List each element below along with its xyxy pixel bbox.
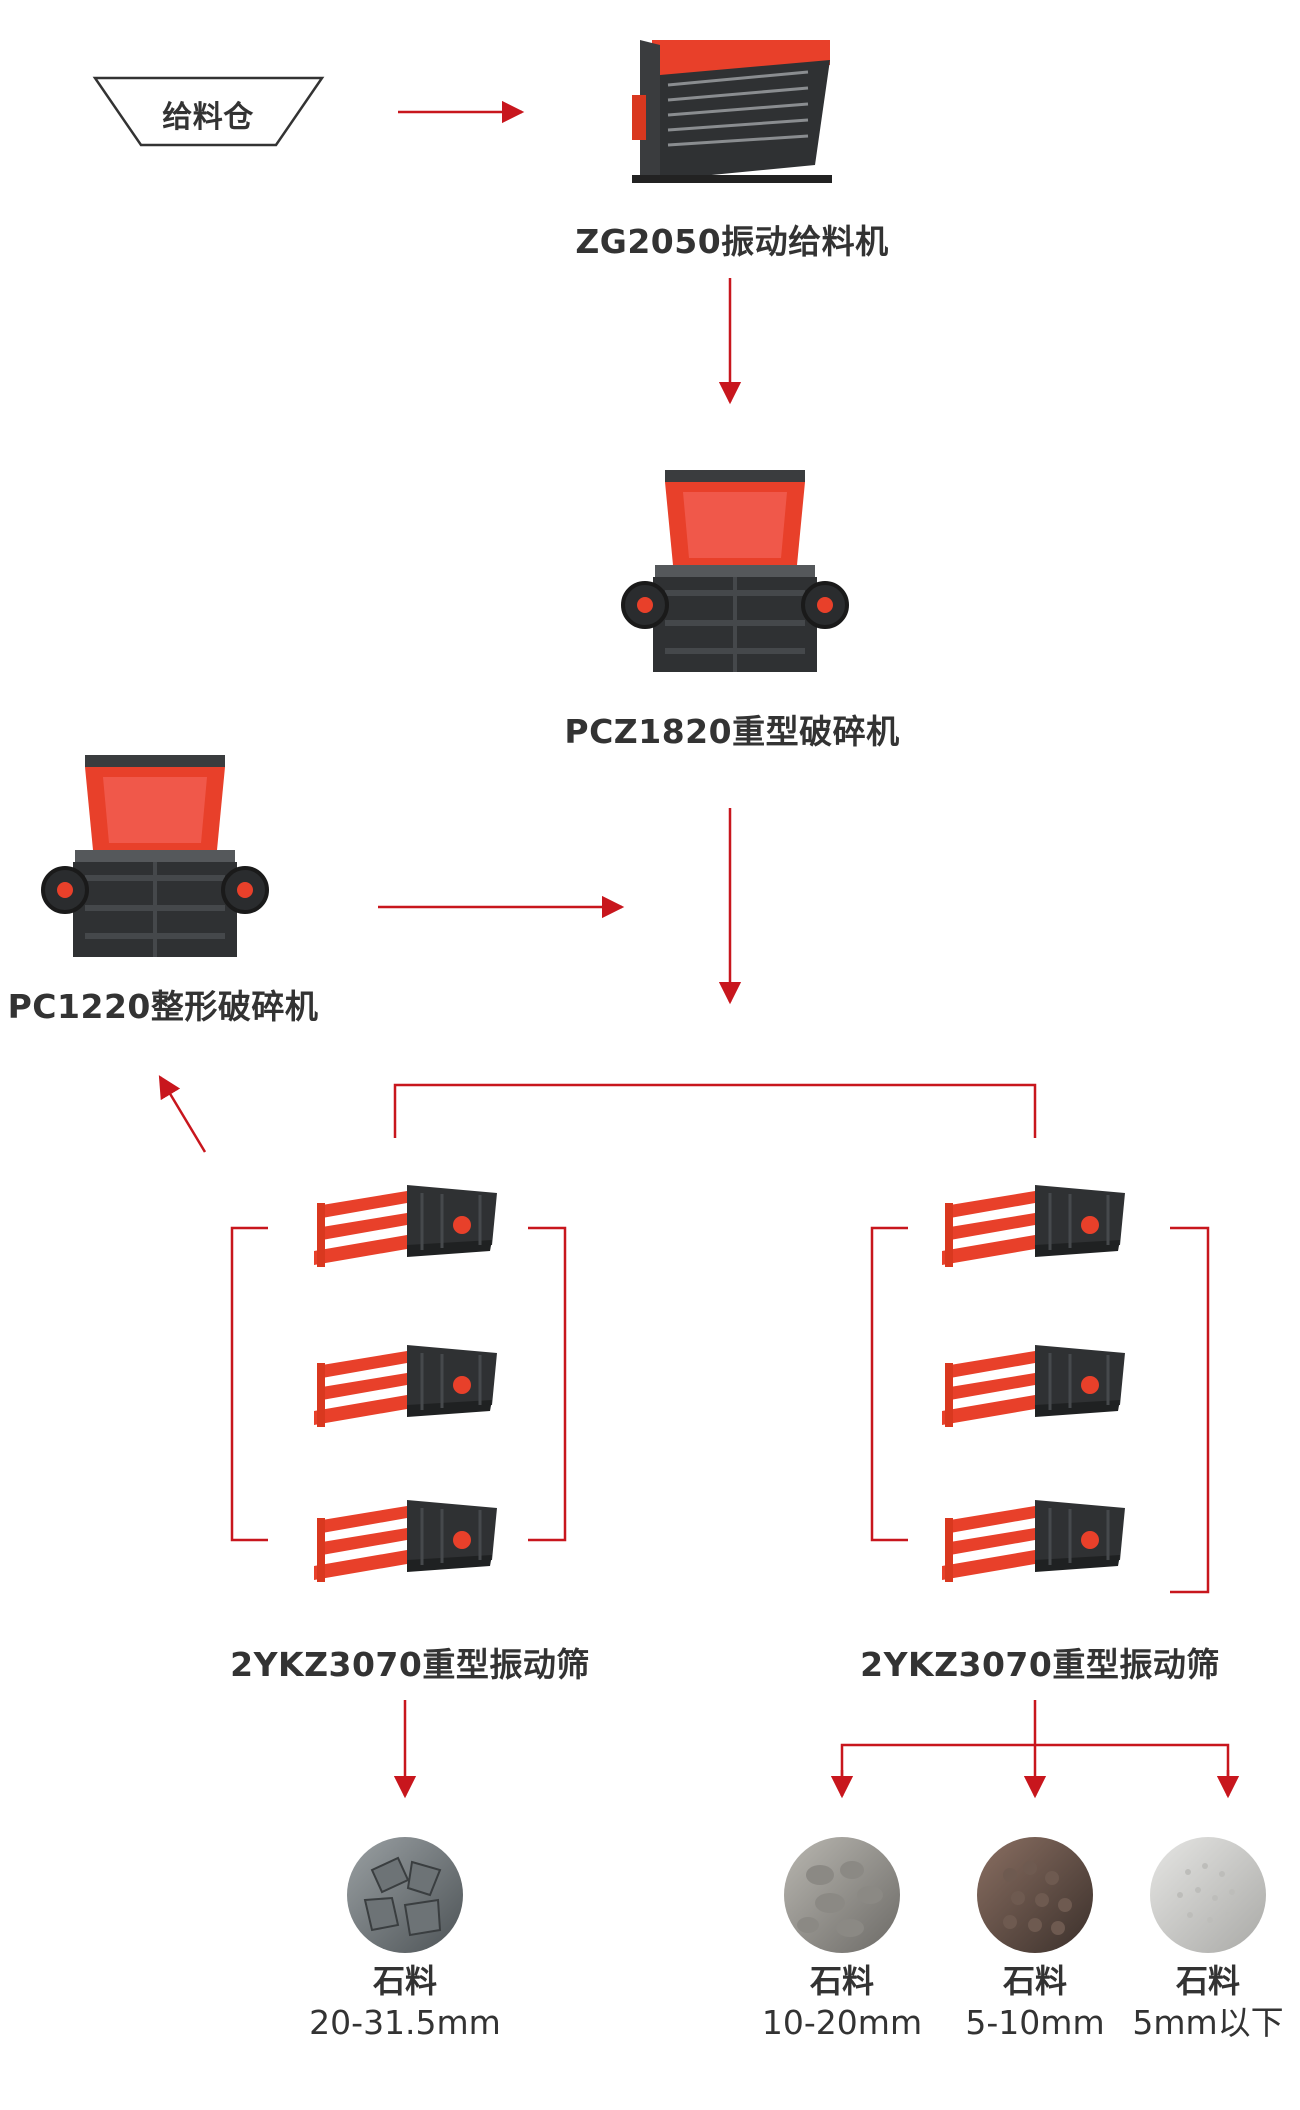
hopper-label: 给料仓 <box>162 100 254 135</box>
arrow-return-to-shaping <box>158 1075 207 1153</box>
primary-crusher-label: PCZ1820重型破碎机 <box>564 712 900 751</box>
primary-crusher-image <box>621 468 849 674</box>
left-screen-group <box>312 1183 499 1584</box>
shaping-crusher-label: PC1220整形破碎机 <box>7 987 319 1026</box>
right-bracket-out <box>1170 1226 1210 1594</box>
product-name: 石料 <box>372 1962 438 2000</box>
product-5-below: 石料 5mm以下 <box>1132 1960 1283 2044</box>
product-name: 石料 <box>1002 1962 1067 2000</box>
split-connector <box>393 1083 1037 1138</box>
product-image-5-below <box>1150 1837 1266 1953</box>
product-5-10: 石料 5-10mm <box>965 1960 1104 2044</box>
product-name: 石料 <box>809 1962 874 2000</box>
product-20-31: 石料 20-31.5mm <box>309 1960 501 2044</box>
product-10-20: 石料 10-20mm <box>762 1960 922 2044</box>
right-screen-group <box>940 1183 1127 1584</box>
product-name: 石料 <box>1175 1962 1241 2000</box>
product-image-20-31 <box>347 1837 463 1953</box>
product-image-10-20 <box>784 1837 900 1953</box>
right-bracket-in <box>870 1226 908 1542</box>
right-screen-label: 2YKZ3070重型振动筛 <box>860 1645 1220 1684</box>
product-size: 10-20mm <box>761 2003 923 2042</box>
left-bracket-in <box>230 1226 268 1542</box>
product-size: 5mm以下 <box>1132 2003 1284 2042</box>
shaping-crusher-image <box>41 753 269 959</box>
feeder-label: ZG2050振动给料机 <box>575 222 889 261</box>
product-size: 5-10mm <box>965 2003 1105 2042</box>
vibrating-feeder-image <box>632 40 832 183</box>
left-screen-label: 2YKZ3070重型振动筛 <box>230 1645 590 1684</box>
product-size: 20-31.5mm <box>309 2003 501 2042</box>
left-bracket-out <box>528 1226 567 1542</box>
product-image-5-10 <box>977 1837 1093 1953</box>
hopper-node <box>92 76 325 147</box>
